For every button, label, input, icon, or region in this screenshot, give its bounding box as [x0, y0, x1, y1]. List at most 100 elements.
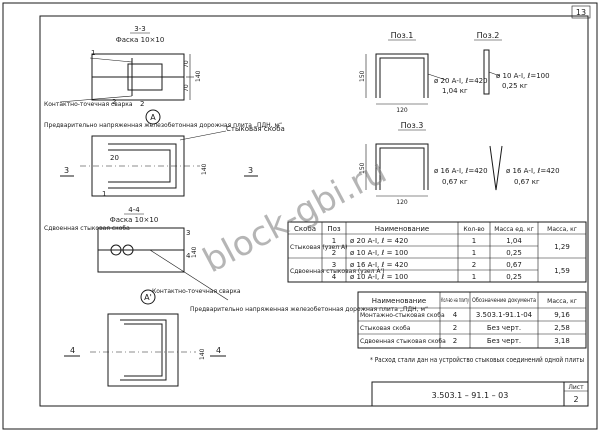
- t2-h-mass: Масса, кг: [547, 298, 577, 305]
- pos1-spec: ø 20 А-I, ℓ=420: [434, 77, 488, 85]
- t2-r1-mass: 9,16: [554, 311, 570, 319]
- slab-note-a: Предварительно напряженная железобетонна…: [44, 122, 282, 129]
- pos1-bar-inner: [379, 57, 425, 98]
- sheet-number: 2: [573, 395, 578, 404]
- plan-view-a-prime: А' Предварительно напряженная железобето…: [64, 289, 428, 387]
- t2-h-name: Наименование: [372, 297, 426, 305]
- pos3-dim-120: 120: [396, 199, 408, 206]
- t2-r2-doc: Без черт.: [487, 324, 521, 332]
- plan-view-a: А Предварительно напряженная железобетон…: [44, 109, 285, 198]
- t2-r3-doc: Без черт.: [487, 337, 521, 345]
- callout-a-circle: [145, 109, 161, 125]
- t1-r1-mass: 1,04: [506, 237, 522, 245]
- table2-border: [357, 291, 587, 349]
- bracket-section: [127, 63, 163, 91]
- t1-group1-name: Стыковая (узел А): [290, 244, 347, 251]
- t1-r3-qty: 2: [472, 261, 476, 269]
- t1-r2-qty: 1: [472, 249, 476, 257]
- pos1-mass: 1,04 кг: [442, 87, 468, 95]
- t2-r2-qty: 2: [453, 324, 457, 332]
- pos3-bar: [375, 143, 429, 190]
- drawing-frame: [39, 15, 589, 407]
- title-block: [371, 381, 589, 407]
- table1-border: [287, 221, 587, 283]
- pos3-mass-a: 0,67 кг: [442, 178, 468, 186]
- pos2-label-a: 2: [112, 98, 116, 106]
- t2-r3-name: Сдвоенная стыковая скоба: [360, 338, 446, 345]
- cut-4-left: 4: [70, 346, 75, 355]
- dim-20: 20: [110, 154, 119, 162]
- pos1-leader: [427, 73, 447, 81]
- cut-3-left: 3: [64, 166, 69, 175]
- pos1-title: Поз.1: [391, 31, 414, 40]
- t2-r3-qty: 2: [453, 337, 457, 345]
- t1-r2-pos: 2: [332, 249, 336, 257]
- t1-r1-qty: 1: [472, 237, 476, 245]
- detail-pos3: Поз.3 150 120 ø 16 А-I, ℓ=420 0,67 кг ø …: [359, 121, 560, 206]
- callout-a: А: [150, 113, 156, 122]
- t1-h-qty: Кол-во: [463, 226, 484, 233]
- detail-pos2: Поз.2 ø 10 А-I, ℓ=100 0,25 кг: [474, 31, 550, 95]
- bracket-u-inner: [108, 149, 171, 183]
- pos3-spec-a: ø 16 А-I, ℓ=420: [434, 167, 488, 175]
- steel-summary-table: Наименование Кол-во на плиту Обозначение…: [357, 291, 587, 349]
- t1-r4-mass: 0,25: [506, 273, 522, 281]
- section-3-3-title: 3-3: [134, 25, 145, 33]
- pos3-dim-150: 150: [359, 162, 366, 174]
- t1-r1-pos: 1: [332, 237, 336, 245]
- t1-r3-pos: 3: [332, 261, 336, 269]
- t1-r4-qty: 1: [472, 273, 476, 281]
- dim-140-a2: 140: [199, 348, 206, 360]
- bracket-leader: [179, 130, 227, 141]
- pos4-label: 4: [186, 252, 191, 260]
- leader-pos1: [89, 57, 133, 63]
- bracket-spec-table: Скоба Поз Наименование Кол-во Масса ед. …: [287, 221, 587, 283]
- page-number: 13: [576, 8, 586, 17]
- weld-note-44: Контактно-точечная сварка: [152, 288, 241, 295]
- t2-r2-mass: 2,58: [554, 324, 570, 332]
- t1-group2-total: 1,59: [554, 267, 570, 275]
- pos2-leader: [488, 71, 501, 77]
- cut-3-right: 3: [248, 166, 253, 175]
- t1-r2-mass: 0,25: [506, 249, 522, 257]
- t1-r3-mass: 0,67: [506, 261, 522, 269]
- t1-group2-name: Сдвоенная стыковая (узел А'): [290, 268, 384, 275]
- twin-bracket-outer: [120, 319, 167, 381]
- outer-border: [2, 2, 598, 430]
- pos3-side-view: [489, 145, 503, 191]
- pos3-spec-b: ø 16 А-I, ℓ=420: [506, 167, 560, 175]
- pos2-mass: 0,25 кг: [502, 82, 528, 90]
- t1-r1-name: ø 20 А-I, ℓ = 420: [350, 237, 408, 245]
- pos1-label: 1: [91, 49, 95, 57]
- t1-h-unit-mass: Масса ед. кг: [494, 226, 533, 233]
- pos1-plan: 1: [102, 190, 106, 198]
- dim-140-plan: 140: [201, 163, 208, 175]
- t1-h-mass: Масса, кг: [547, 226, 577, 233]
- pos1-dim-150: 150: [359, 70, 366, 82]
- pos3-bar-inner: [379, 147, 425, 190]
- pos3-title: Поз.3: [401, 121, 424, 130]
- t2-r2-name: Стыковая скоба: [360, 325, 411, 332]
- t1-h-name: Наименование: [375, 225, 429, 233]
- callout-a2-circle: [140, 289, 156, 305]
- dim-70b: 70: [183, 84, 190, 92]
- t1-group1-total: 1,29: [554, 243, 570, 251]
- t1-r3-name: ø 16 А-I, ℓ = 420: [350, 261, 408, 269]
- twin-bracket-inner: [124, 323, 163, 377]
- weld-leader-44: [149, 249, 229, 301]
- t2-r1-qty: 4: [453, 311, 458, 319]
- weld-leader: [59, 95, 133, 103]
- dim-70a: 70: [183, 60, 190, 68]
- chamfer-label: Фаска 10×10: [116, 36, 165, 44]
- footnote: * Расход стали дан на устройство стыковы…: [370, 356, 584, 364]
- pos2-bar: [483, 49, 490, 95]
- page-number-box: [571, 5, 591, 19]
- slab-note-a2: Предварительно напряженная железобетонна…: [190, 306, 428, 313]
- t2-r1-doc: 3.503.1-91.1-04: [476, 311, 533, 319]
- pos3-label: 3: [186, 229, 190, 237]
- bar-section-b: [122, 244, 134, 256]
- pos3-mass-b: 0,67 кг: [514, 178, 540, 186]
- t1-r4-name: ø 10 А-I, ℓ = 100: [350, 273, 408, 281]
